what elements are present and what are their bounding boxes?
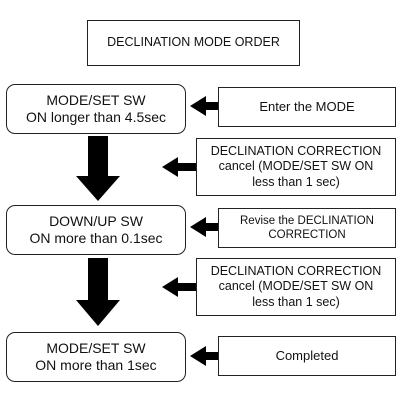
note-cancel-1: DECLINATION CORRECTION cancel (MODE/SET …: [196, 138, 396, 196]
note-completed: Completed: [218, 336, 396, 376]
left-arrow-icon: [190, 96, 218, 116]
down-arrow-icon: [76, 136, 120, 201]
note-enter-mode: Enter the MODE: [218, 87, 396, 127]
step-mode-set-confirm: MODE/SET SW ON more than 1sec: [6, 332, 186, 382]
step-mode-set-long-press: MODE/SET SW ON longer than 4.5sec: [6, 84, 186, 134]
left-arrow-icon: [190, 346, 218, 366]
note-cancel-2: DECLINATION CORRECTION cancel (MODE/SET …: [196, 258, 396, 316]
diagram-title: DECLINATION MODE ORDER: [87, 20, 300, 66]
left-arrow-icon: [162, 157, 196, 177]
left-arrow-icon: [162, 277, 196, 297]
down-arrow-icon: [76, 258, 120, 326]
step-down-up-press: DOWN/UP SW ON more than 0.1sec: [6, 205, 186, 255]
note-revise-correction: Revise the DECLINATION CORRECTION: [218, 208, 396, 248]
left-arrow-icon: [190, 217, 218, 237]
